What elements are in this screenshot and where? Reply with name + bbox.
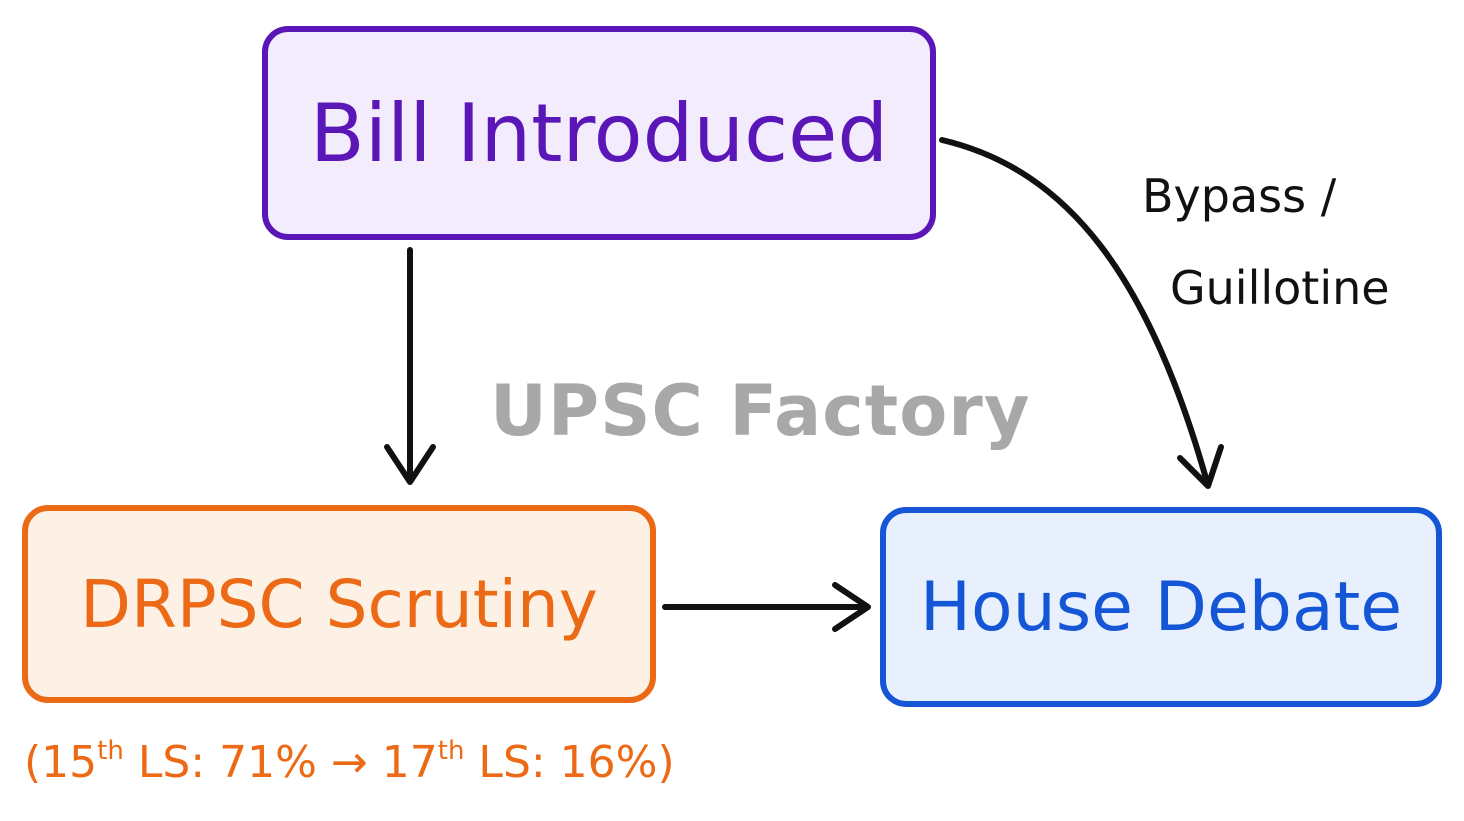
bill-introduced-node: Bill Introduced (262, 26, 936, 240)
drpsc-scrutiny-node: DRPSC Scrutiny (22, 505, 656, 703)
annotation-first-value: LS: 71% → (123, 737, 382, 788)
annotation-second-suffix: th (437, 736, 465, 766)
watermark: UPSC Factory (490, 370, 1031, 452)
annotation-first-number: 15 (41, 737, 98, 788)
annotation-second-value: LS: 16% (464, 737, 658, 788)
edge-bill-to-house-bypass (939, 137, 1224, 489)
drpsc-statistics-annotation: (15th LS: 71% → 17th LS: 16%) (24, 728, 675, 798)
house-debate-node: House Debate (880, 507, 1442, 707)
bypass-label-line-2: Guillotine (1170, 261, 1390, 315)
edge-bill-to-drpsc (384, 247, 436, 485)
annotation-open-paren: ( (24, 737, 42, 788)
annotation-first-suffix: th (97, 736, 124, 766)
annotation-second-number: 17 (381, 737, 438, 788)
annotation-close-paren: ) (657, 737, 675, 788)
house-debate-label: House Debate (919, 567, 1403, 647)
edge-drpsc-to-house (662, 582, 871, 632)
drpsc-scrutiny-label: DRPSC Scrutiny (80, 565, 598, 643)
bypass-label-line-1: Bypass / (1142, 169, 1337, 223)
bill-introduced-label: Bill Introduced (309, 86, 889, 180)
